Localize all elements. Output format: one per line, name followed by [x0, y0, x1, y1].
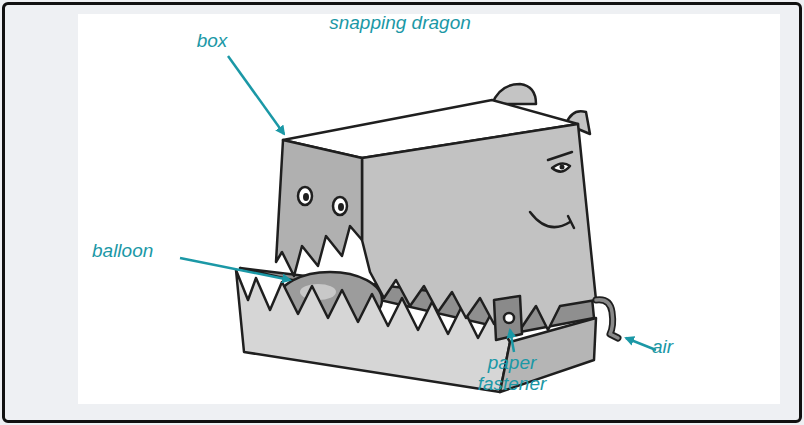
- leader-line: [228, 56, 284, 134]
- mouth-line: [568, 216, 574, 228]
- paper-fastener-head: [504, 313, 514, 323]
- part-label: box: [182, 30, 242, 51]
- nostril: [298, 187, 312, 205]
- leader-line: [626, 338, 656, 350]
- nostril-hole: [338, 203, 344, 211]
- part-label: balloon: [92, 240, 182, 261]
- upper-jaw-side: [362, 124, 596, 330]
- part-label: paper fastener: [472, 352, 552, 394]
- part-label: air: [652, 336, 702, 357]
- air-tube: [596, 300, 618, 338]
- mouth-line: [530, 212, 570, 227]
- leader-line: [180, 258, 290, 280]
- eyebrow: [548, 152, 572, 160]
- nostril-hole: [303, 193, 309, 201]
- eye: [552, 163, 570, 171]
- pupil: [560, 165, 565, 170]
- diagram-title: snapping dragon: [300, 12, 500, 33]
- air-tube-outline: [596, 300, 618, 338]
- leader-line: [510, 330, 514, 352]
- nostril: [333, 197, 347, 215]
- snout: [276, 140, 362, 276]
- fastener-plate: [494, 296, 522, 340]
